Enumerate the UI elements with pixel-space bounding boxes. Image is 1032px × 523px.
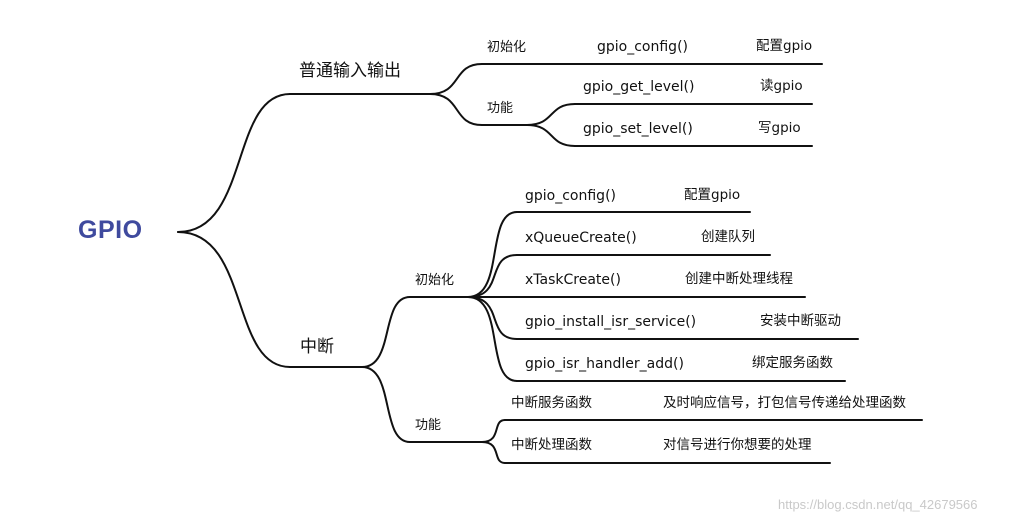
branch1-set-desc: 写gpio <box>758 120 801 136</box>
connector-b2-func <box>361 366 411 443</box>
branch1-func-label: 功能 <box>487 101 514 116</box>
branch2-func-name-1: 中断服务函数 <box>511 395 592 411</box>
connector-b2-init <box>361 296 411 368</box>
branch1-init-label: 初始化 <box>487 40 527 55</box>
branch1-label: 普通输入输出 <box>299 61 401 81</box>
branch2-func-label: 功能 <box>415 418 442 433</box>
branch2-init-desc-5: 绑定服务函数 <box>752 355 833 371</box>
branch2-init-desc-2: 创建队列 <box>701 229 755 245</box>
connector-b1-func-get <box>526 103 576 126</box>
branch2-label: 中断 <box>300 337 334 357</box>
branch1-get-func: gpio_get_level() <box>583 79 695 95</box>
branch2-init-func-1: gpio_config() <box>525 188 616 204</box>
branch1-get-desc: 读gpio <box>760 78 803 94</box>
branch2-func-name-2: 中断处理函数 <box>511 437 592 453</box>
connector-b1-func <box>429 93 483 126</box>
branch2-init-desc-1: 配置gpio <box>684 187 741 203</box>
branch1-set-func: gpio_set_level() <box>583 121 693 137</box>
branch2-init-func-5: gpio_isr_handler_add() <box>525 356 684 372</box>
connector-root-branch1 <box>177 93 291 233</box>
watermark: https://blog.csdn.net/qq_42679566 <box>778 497 978 512</box>
branch2-func-desc-1: 及时响应信号，打包信号传递给处理函数 <box>663 395 906 411</box>
branch2-init-func-3: xTaskCreate() <box>525 272 621 288</box>
branch2-init-func-4: gpio_install_isr_service() <box>525 314 697 330</box>
root-node: GPIO <box>78 216 143 244</box>
branch2-init-desc-3: 创建中断处理线程 <box>685 271 793 287</box>
branch2-init-label: 初始化 <box>415 273 455 288</box>
connector-b1-func-set <box>526 124 576 147</box>
branch1-init-func: gpio_config() <box>597 39 688 55</box>
connector-root-branch2 <box>177 231 291 368</box>
branch2-init-desc-4: 安装中断驱动 <box>760 313 841 329</box>
connector-b1-init <box>429 63 483 95</box>
branch1-init-desc: 配置gpio <box>756 38 813 54</box>
branch2-func-desc-2: 对信号进行你想要的处理 <box>663 437 812 453</box>
branch2-init-func-2: xQueueCreate() <box>525 230 637 246</box>
